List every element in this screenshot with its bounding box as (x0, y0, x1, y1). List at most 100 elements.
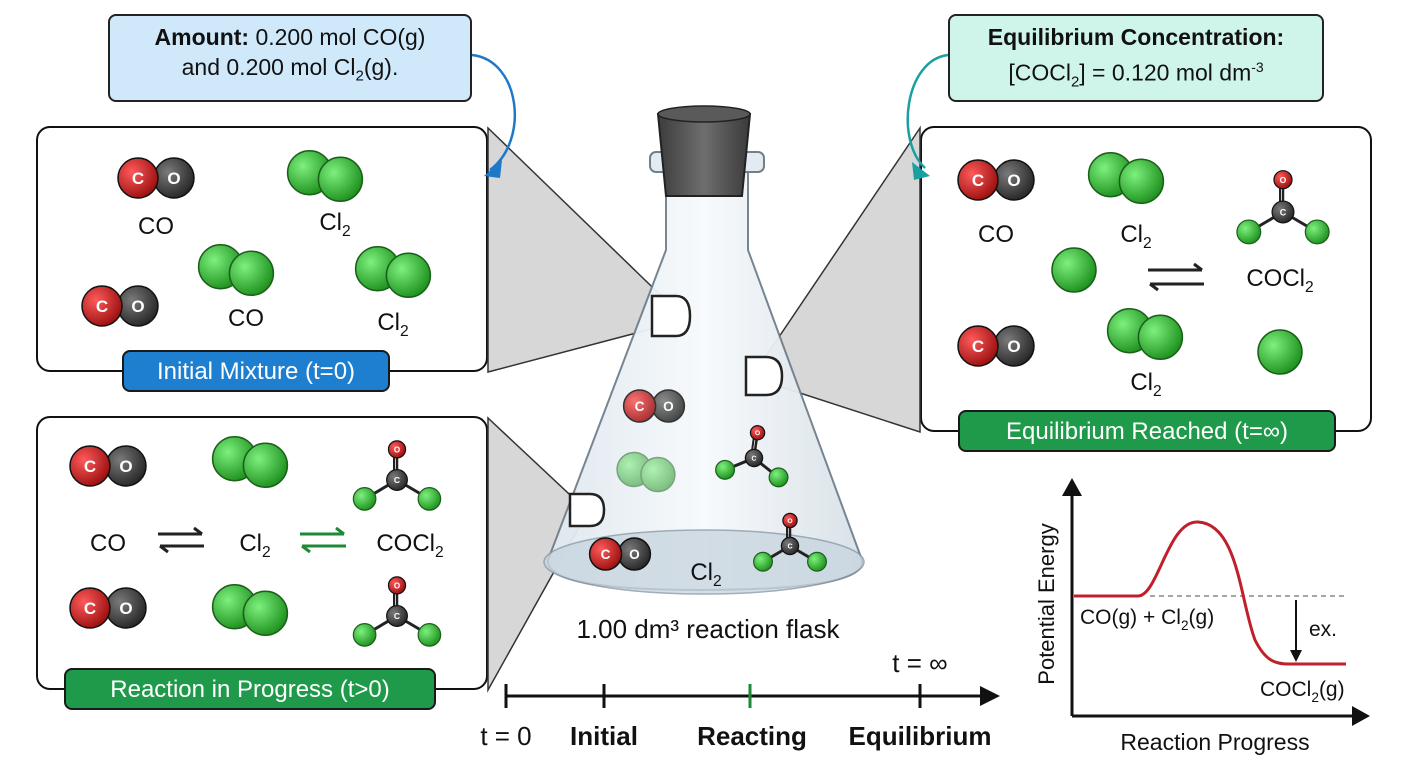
svg-text:C: C (394, 475, 400, 485)
equilibrium-arrow-head (912, 162, 930, 180)
reaction-progress-label: Reaction in Progress (t>0) (64, 668, 436, 710)
eq-conc-sup: -3 (1251, 59, 1264, 75)
cl-atom (1051, 247, 1097, 293)
svg-text:O: O (663, 399, 674, 414)
y-axis-arrow (1062, 478, 1082, 496)
initial-panel (36, 126, 488, 372)
svg-text:C: C (787, 543, 792, 551)
cl2-molecule (1087, 151, 1165, 205)
eq-conc-a: [COCl (1008, 59, 1071, 86)
flask-cl2-label: Cl2 (690, 559, 721, 590)
equilibrium-arrow (906, 53, 949, 169)
flask-cocl2-molecule: OC (753, 512, 827, 572)
flask-cl2-molecule (616, 451, 676, 493)
cl2-molecule (197, 243, 275, 297)
energy-reactants-label: CO(g) + Cl2(g) (1080, 606, 1214, 633)
svg-text:O: O (119, 599, 132, 618)
eq-conc-sub: 2 (1070, 73, 1080, 91)
svg-text:C: C (96, 297, 108, 316)
zoom-wedges (487, 125, 921, 693)
timeline-t-inf: t = ∞ (892, 648, 947, 678)
svg-text:C: C (1280, 207, 1287, 217)
svg-text:C: C (601, 547, 611, 562)
svg-text:C: C (635, 399, 645, 414)
cocl2-molecule: OC (1236, 170, 1330, 245)
svg-text:C: C (394, 611, 400, 621)
svg-text:O: O (394, 581, 400, 590)
svg-text:O: O (394, 445, 400, 454)
zoom-marker-initial (650, 294, 692, 338)
equilibrium-arrows-1 (158, 526, 204, 554)
amount-arrow (471, 53, 517, 171)
energy-delta-label: ex. (1309, 618, 1337, 641)
progress-label-cl2: Cl2 (239, 530, 270, 561)
cl2-molecule (211, 583, 289, 637)
equilibrium-callout: Equilibrium Concentration: [COCl2] = 0.1… (948, 14, 1324, 102)
initial-label-cl2: Cl2 (319, 209, 350, 240)
svg-text:C: C (132, 169, 144, 188)
initial-label-co: CO (138, 213, 174, 240)
amount-line2: and 0.200 mol Cl (181, 54, 356, 80)
energy-x-label: Reaction Progress (1120, 729, 1309, 755)
cocl2-molecule: OC (352, 440, 442, 511)
zoom-marker-equilibrium (744, 355, 784, 397)
equilibrium-label-cocl2: COCl2 (1246, 265, 1313, 296)
svg-text:C: C (972, 337, 984, 356)
progress-eq-arrows (158, 262, 1204, 554)
amount-callout: Amount: 0.200 mol CO(g) and 0.200 mol Cl… (108, 14, 472, 102)
energy-curve (1074, 520, 1346, 666)
timeline (504, 684, 1000, 708)
timeline-t0: t = 0 (480, 721, 531, 751)
equilibrium-label-cl2: Cl2 (1130, 369, 1161, 400)
flask-cocl2-molecule: OC (715, 425, 789, 488)
svg-text:O: O (167, 169, 180, 188)
initial-label-cl2: Cl2 (377, 309, 408, 340)
equilibrium-label-co: CO (978, 221, 1014, 248)
svg-text:O: O (1280, 175, 1287, 185)
svg-text:O: O (629, 547, 640, 562)
amount-end: (g). (363, 54, 399, 80)
timeline-reacting: Reacting (697, 721, 807, 751)
flask-caption: 1.00 dm³ reaction flask (576, 614, 840, 644)
equilibrium-arrows-3 (1148, 262, 1204, 292)
timeline-equilibrium: Equilibrium (849, 721, 992, 751)
timeline-initial: Initial (570, 721, 638, 751)
svg-text:C: C (972, 171, 984, 190)
cl-atom (1257, 329, 1303, 375)
progress-label-cocl2: COCl2 (376, 530, 443, 561)
zoom-marker-progress (568, 492, 606, 528)
equilibrium-label-cl2: Cl2 (1120, 221, 1151, 252)
svg-text:O: O (1007, 171, 1020, 190)
svg-text:O: O (754, 430, 760, 438)
cocl2-molecule: OC (352, 576, 442, 647)
flask-stopper (656, 113, 752, 197)
progress-label-co: CO (90, 530, 126, 557)
x-axis-arrow (1352, 706, 1370, 726)
svg-text:O: O (119, 457, 132, 476)
cl2-molecule (211, 435, 289, 489)
eq-conc-b: ] = 0.120 mol dm (1079, 59, 1252, 86)
svg-text:C: C (751, 454, 757, 463)
initial-mixture-label: Initial Mixture (t=0) (122, 350, 390, 392)
svg-text:C: C (84, 599, 96, 618)
amount-title: Amount: (154, 24, 250, 50)
amount-sub: 2 (355, 67, 364, 85)
cl2-molecule (286, 149, 364, 203)
svg-text:O: O (1007, 337, 1020, 356)
amount-text: 0.200 mol CO(g) (249, 24, 426, 50)
energy-diagram (1062, 478, 1370, 726)
equilibrium-arrows-2 (300, 526, 346, 554)
cl2-molecule (354, 245, 432, 299)
energy-y-label: Potential Energy (1034, 523, 1059, 684)
initial-label-co: CO (228, 305, 264, 332)
svg-text:O: O (787, 518, 792, 525)
svg-text:C: C (84, 457, 96, 476)
